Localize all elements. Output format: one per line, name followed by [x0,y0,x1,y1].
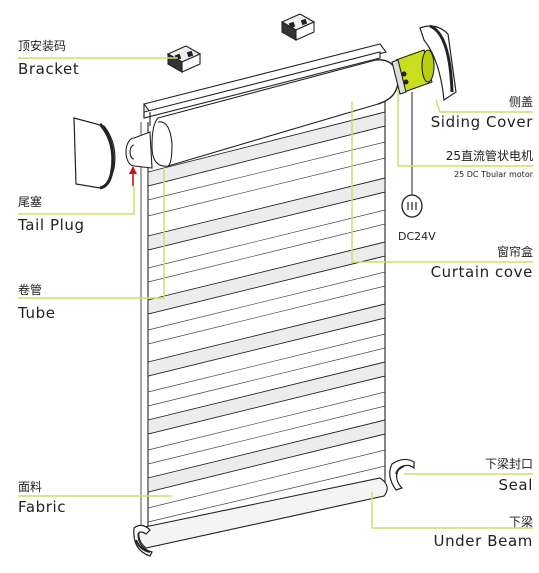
bracket-part-right [280,13,316,41]
under-beam-label-cn: 下梁 [508,515,533,529]
seal-left-part [133,524,153,557]
curtain-cove-label-en: Curtain cove [430,263,533,281]
tail-plug-label-en: Tail Plug [18,216,85,234]
seal-right-part [389,458,415,491]
motor-label-cn: 25直流管状电机 [445,149,533,163]
bracket-part-left [166,45,202,73]
tubular-motor [391,49,435,95]
seal-label-cn: 下梁封口 [484,457,533,471]
left-side-cover [73,117,116,190]
tube-label-en: Tube [18,304,56,322]
power-cable [401,92,423,218]
tail-plug-part [125,131,153,169]
headrail-bracket-rail [143,43,387,126]
power-label: DC24V [398,230,436,243]
fabric-label-cn: 面料 [18,480,43,494]
motor-label-en: 25 DC Tbular motor [453,170,533,179]
fabric-bands [147,111,386,493]
under-beam [138,477,388,549]
right-siding-cover [419,24,457,102]
leader-lines [18,57,533,529]
bracket-label-en: Bracket [18,60,80,78]
seal-label-en: Seal [498,476,533,494]
curtain-cove-label-cn: 窗帘盒 [496,245,533,259]
insert-arrow [129,166,137,186]
fabric-panel [140,70,386,538]
fabric-label-en: Fabric [18,498,67,516]
siding-cover-label-en: Siding Cover [430,113,533,131]
siding-cover-label-cn: 侧盖 [508,95,533,109]
tail-plug-label-cn: 尾塞 [18,195,43,209]
under-beam-label-en: Under Beam [433,532,533,550]
bracket-label-cn: 顶安装码 [18,39,67,53]
tube-label-cn: 卷管 [18,283,43,297]
